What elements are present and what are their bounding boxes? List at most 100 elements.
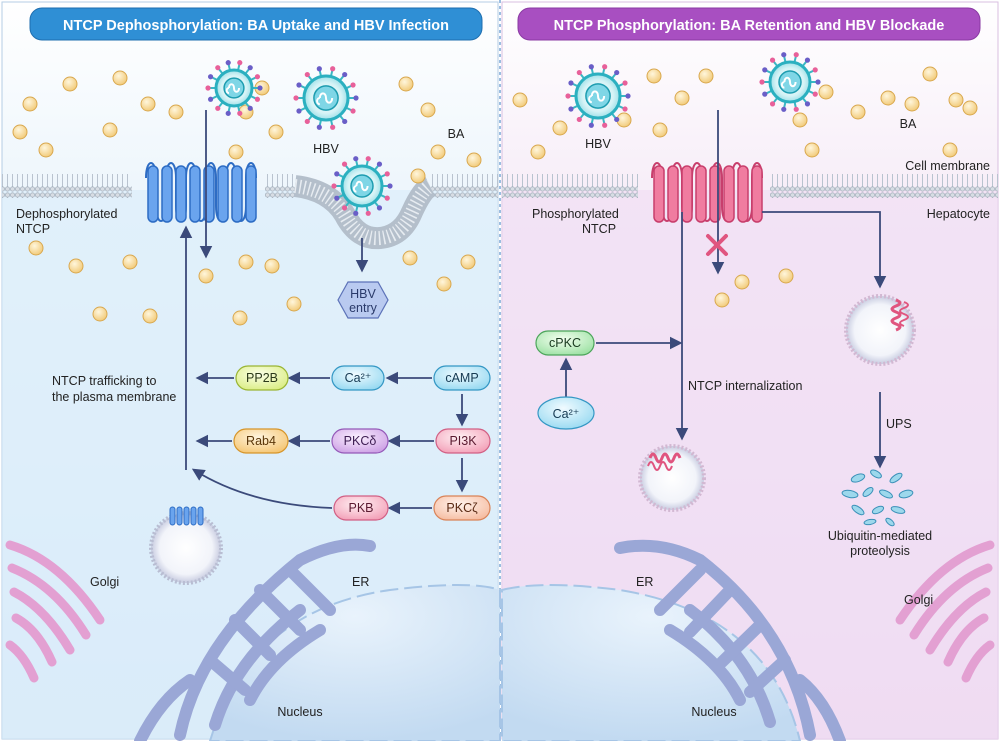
svg-text:cPKC: cPKC [549, 336, 581, 350]
ba-molecule [232, 310, 248, 326]
ba-molecule [22, 96, 38, 112]
svg-text:Rab4: Rab4 [246, 434, 276, 448]
ba-molecule [962, 100, 978, 116]
node-camp: cAMP [433, 365, 491, 391]
left-labels: HBV BA Dephosphorylated NTCP NTCP traffi… [16, 127, 465, 404]
svg-text:cAMP: cAMP [445, 371, 478, 385]
ba-molecule [466, 152, 482, 168]
ba-molecule [112, 70, 128, 86]
node-cpkc: cPKC [535, 330, 595, 356]
ba-molecule [286, 296, 302, 312]
svg-text:PP2B: PP2B [246, 371, 278, 385]
right-internalized-vesicle [638, 444, 706, 512]
ba-molecule [264, 258, 280, 274]
cell-membrane-label: Cell membrane [905, 159, 990, 173]
node-ca: Ca²⁺ [331, 365, 385, 391]
ba-molecule [92, 306, 108, 322]
node-ca-right: Ca²⁺ [537, 396, 595, 430]
svg-text:PKCζ: PKCζ [446, 501, 478, 515]
ba-molecule [652, 122, 668, 138]
left-ntcp-label-2: NTCP [16, 222, 50, 236]
ba-molecule [512, 92, 528, 108]
internalization-label: NTCP internalization [688, 379, 802, 393]
ba-molecule [410, 168, 426, 184]
left-nucleus-label: Nucleus [277, 705, 322, 719]
node-rab4: Rab4 [233, 428, 289, 454]
left-arrows [179, 110, 469, 515]
right-header: NTCP Phosphorylation: BA Retention and H… [517, 7, 981, 41]
right-signaling-nodes: cPKC Ca²⁺ [535, 330, 595, 430]
proteolysis-label-2: proteolysis [850, 544, 910, 558]
right-ntcp-label-1: Phosphorylated [532, 207, 619, 221]
hbv-virion-right-top [759, 52, 821, 112]
hbv-virion-left-endocytosed [331, 156, 393, 216]
ba-molecule [68, 258, 84, 274]
ba-molecule [430, 144, 446, 160]
ba-molecule [122, 254, 138, 270]
right-er [614, 539, 846, 746]
ba-molecule [268, 124, 284, 140]
ba-molecule [38, 142, 54, 158]
hepatocyte-label: Hepatocyte [927, 207, 990, 221]
svg-text:PKCδ: PKCδ [344, 434, 377, 448]
svg-text:Ca²⁺: Ca²⁺ [553, 407, 580, 421]
left-signaling-nodes: HBV entry PP2B Ca²⁺ cAMP Rab4 PKCδ PI3K [233, 281, 491, 521]
ba-molecule [714, 292, 730, 308]
right-labels: HBV BA Cell membrane Hepatocyte Phosphor… [532, 117, 990, 558]
ba-molecule [238, 254, 254, 270]
ba-molecule [28, 240, 44, 256]
ba-molecule [674, 90, 690, 106]
ba-molecule [398, 76, 414, 92]
right-hbv-label: HBV [585, 137, 611, 151]
ba-molecule [142, 308, 158, 324]
ba-molecule [62, 76, 78, 92]
left-header: NTCP Dephosphorylation: BA Uptake and HB… [29, 7, 483, 41]
ba-molecule [420, 102, 436, 118]
node-pkcz: PKCζ [433, 495, 491, 521]
right-arrows [559, 110, 887, 469]
left-nucleus [208, 584, 501, 742]
ba-molecule [102, 122, 118, 138]
right-er-label: ER [636, 575, 653, 589]
svg-text:PKB: PKB [348, 501, 373, 515]
node-pp2b: PP2B [235, 365, 289, 391]
hbv-virion-left-top [205, 60, 263, 116]
arrow-pkb-out [191, 468, 333, 509]
left-transport-vesicle [149, 506, 223, 585]
ba-molecule [850, 104, 866, 120]
node-pi3k: PI3K [435, 428, 491, 454]
ba-molecule [818, 84, 834, 100]
ba-molecule [778, 268, 794, 284]
left-er-label: ER [352, 575, 369, 589]
left-ba-label: BA [448, 127, 465, 141]
right-degradation-vesicle [844, 294, 916, 366]
ba-molecule [198, 268, 214, 284]
ba-molecule [646, 68, 662, 84]
right-ba-label: BA [900, 117, 917, 131]
left-golgi-label: Golgi [90, 575, 119, 589]
left-ntcp-transporter [145, 162, 257, 223]
hbv-entry-node: HBV entry [337, 281, 389, 319]
ba-molecule [904, 96, 920, 112]
svg-text:entry: entry [349, 301, 378, 315]
left-cell-membrane [2, 174, 498, 250]
hbv-virions [205, 52, 821, 216]
trafficking-label-1: NTCP trafficking to [52, 374, 156, 388]
ba-molecule [168, 104, 184, 120]
svg-text:PI3K: PI3K [449, 434, 477, 448]
ba-molecule [948, 92, 964, 108]
ba-molecule [228, 144, 244, 160]
block-x-icon [706, 234, 728, 256]
ba-molecule [140, 96, 156, 112]
ba-molecule [552, 120, 568, 136]
arrow-ntcp-degradation [762, 211, 887, 289]
ba-molecule [880, 90, 896, 106]
right-nucleus-label: Nucleus [691, 705, 736, 719]
ba-molecule [530, 144, 546, 160]
ba-molecule [402, 250, 418, 266]
right-cell-membrane [502, 174, 998, 198]
left-ntcp-label-1: Dephosphorylated [16, 207, 118, 221]
right-ntcp-label-2: NTCP [582, 222, 616, 236]
